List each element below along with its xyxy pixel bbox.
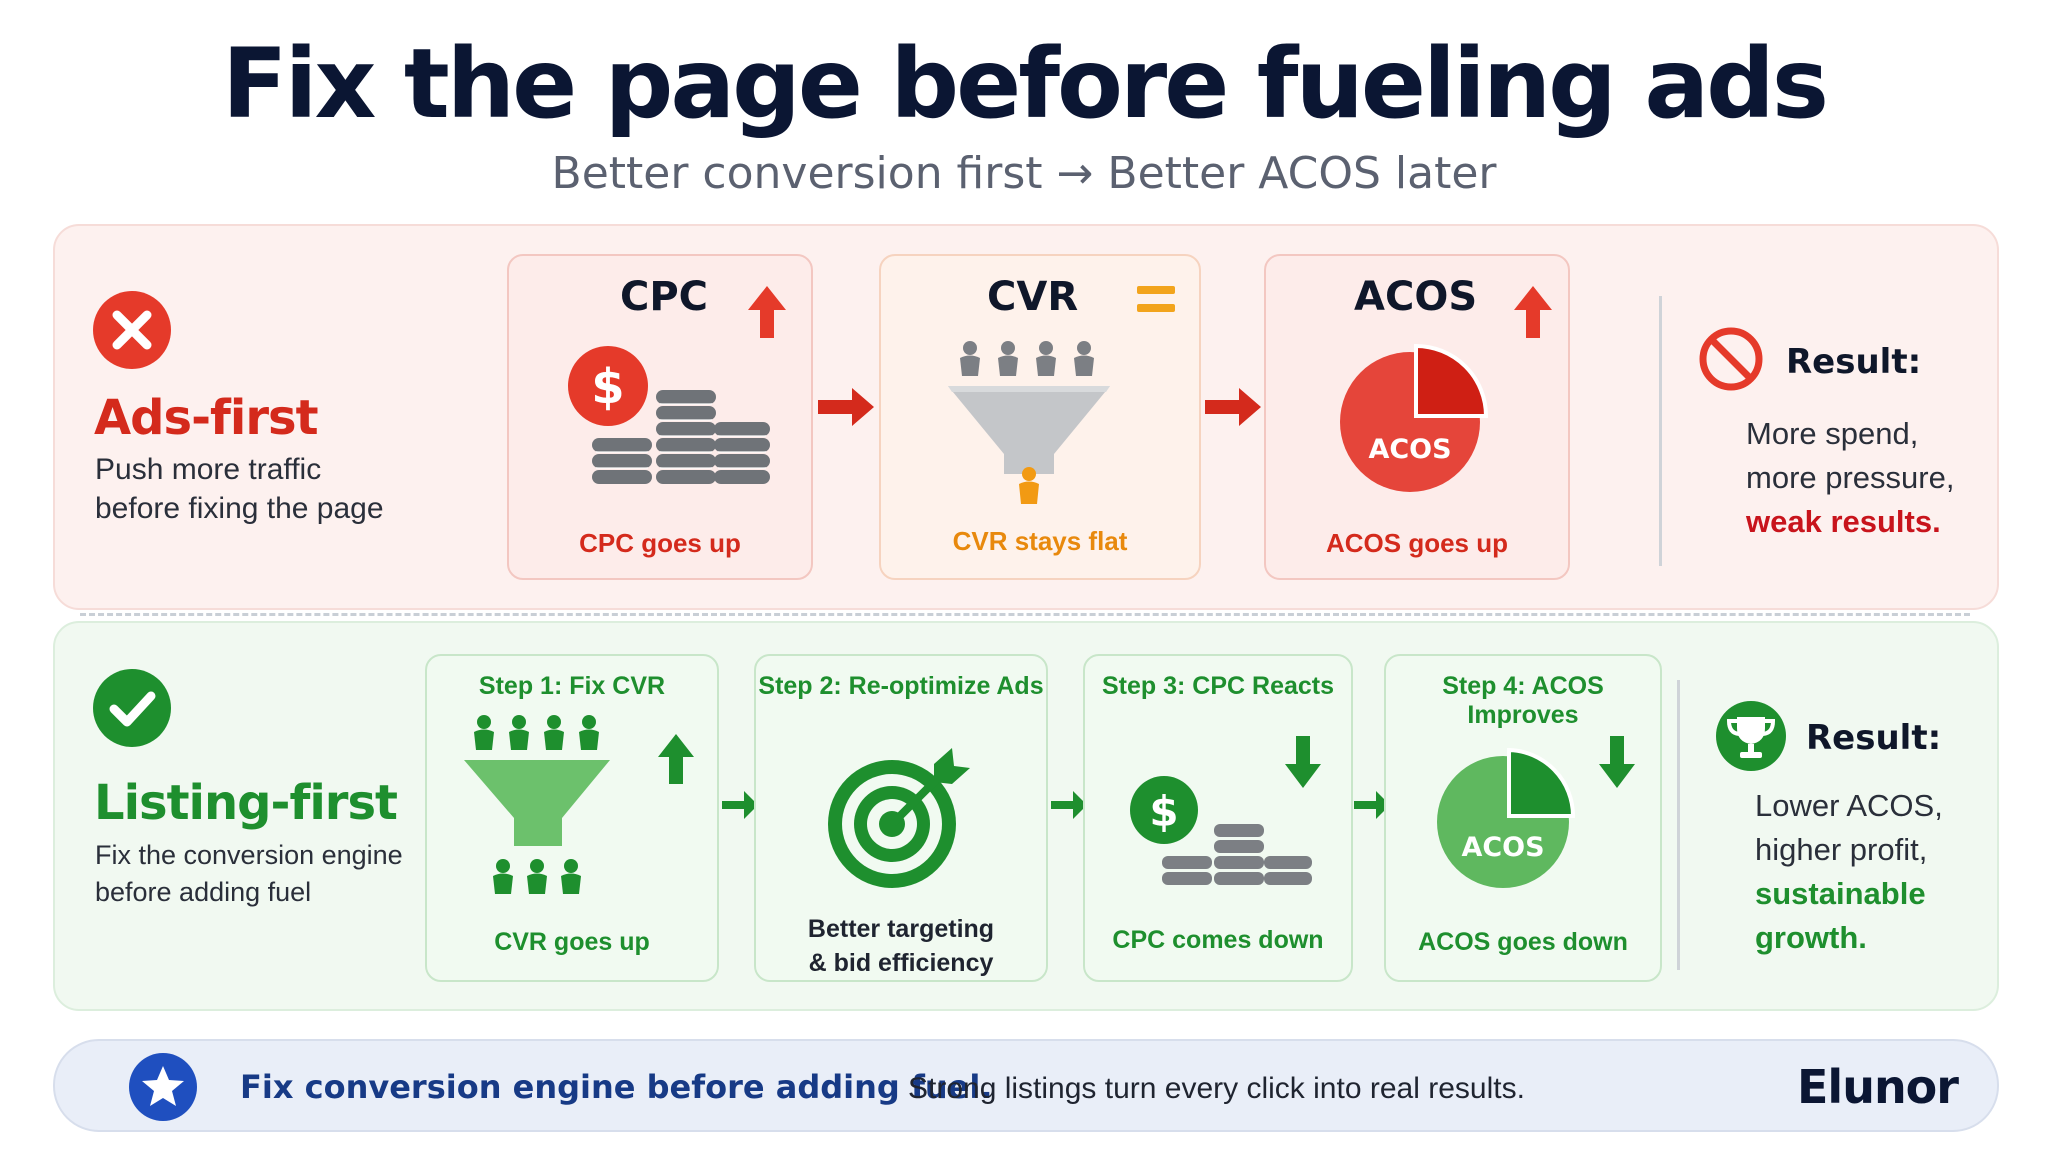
arrow-right-icon — [1205, 388, 1261, 426]
step-3-title: Step 3: CPC Reacts — [1101, 672, 1335, 700]
listing-result-line2: higher profit, — [1755, 832, 1928, 867]
step-2-caption-line1: Better targeting — [807, 915, 995, 943]
page-subtitle: Better conversion first → Better ACOS la… — [551, 148, 1497, 199]
funnel-icon — [464, 715, 610, 894]
footer-text: Strong listings turn every click into re… — [908, 1072, 1525, 1105]
funnel-icon — [948, 341, 1110, 504]
step-1-title: Step 1: Fix CVR — [478, 672, 666, 700]
listing-first-description-line1: Fix the conversion engine — [95, 840, 403, 870]
target-icon — [828, 748, 970, 888]
listing-result-text: Lower ACOS, higher profit, sustainable g… — [1755, 784, 1943, 960]
footer-banner — [53, 1039, 1999, 1132]
acos-card-title: ACOS — [1354, 274, 1478, 320]
x-circle-icon — [93, 291, 171, 369]
listing-first-description-line2: before adding fuel — [95, 877, 312, 907]
ads-first-description-line2: before fixing the page — [95, 492, 384, 525]
step-4-title: Step 4: ACOS Improves — [1442, 672, 1604, 729]
step-2-caption: Better targeting & bid efficiency — [756, 912, 1046, 980]
coins-icon: $ — [1130, 776, 1312, 885]
result-separator — [1677, 680, 1680, 970]
no-entry-icon — [1699, 327, 1763, 391]
listing-result-emphasis2: growth. — [1755, 920, 1867, 955]
ads-first-description-line1: Push more traffic — [95, 453, 322, 486]
listing-first-title: Listing-first — [94, 775, 398, 831]
cvr-card-title: CVR — [987, 274, 1079, 320]
footer-headline: Fix conversion engine before adding fuel… — [240, 1068, 993, 1106]
step-2-title: Step 2: Re-optimize Ads — [758, 672, 1044, 700]
arrow-up-icon — [658, 734, 694, 784]
acos-pie-label: ACOS — [1368, 434, 1451, 465]
arrow-right-icon — [1051, 791, 1087, 819]
result-separator — [1659, 296, 1662, 566]
arrow-up-icon — [748, 286, 786, 338]
check-circle-icon — [93, 669, 171, 747]
step-4-caption: ACOS goes down — [1418, 928, 1628, 956]
step-1-caption: CVR goes up — [494, 928, 650, 956]
arrow-right-icon — [1354, 791, 1390, 819]
acos-pie-label: ACOS — [1461, 832, 1544, 863]
step-1-card: Step 1: Fix CVR CVR goes up — [425, 654, 719, 982]
svg-text:$: $ — [1149, 787, 1178, 836]
cpc-card: CPC CPC goes up — [507, 254, 813, 580]
cpc-card-caption: CPC goes up — [579, 528, 741, 558]
arrow-down-icon — [1285, 736, 1321, 788]
brand-logo: Elunor — [1797, 1060, 1959, 1114]
ads-result-line1: More spend, — [1746, 416, 1919, 451]
pie-icon: ACOS — [1437, 747, 1576, 888]
listing-result-emphasis1: sustainable — [1755, 876, 1926, 911]
equal-icon — [1137, 286, 1175, 312]
section-divider — [80, 613, 1970, 616]
cvr-card-caption: CVR stays flat — [952, 526, 1128, 556]
ads-result-line2: more pressure, — [1746, 460, 1955, 495]
ads-first-description: Push more traffic before fixing the page — [95, 450, 384, 528]
arrow-right-icon — [722, 791, 758, 819]
ads-result-text: More spend, more pressure, weak results. — [1746, 412, 1954, 544]
svg-text:$: $ — [591, 359, 624, 415]
pie-icon: ACOS — [1340, 343, 1489, 492]
listing-result-title: Result: — [1806, 718, 1942, 758]
step-3-caption: CPC comes down — [1112, 926, 1324, 954]
ads-result-emphasis: weak results. — [1746, 504, 1941, 539]
star-icon — [129, 1053, 197, 1121]
step-3-card: Step 3: CPC Reacts CPC comes down — [1083, 654, 1353, 982]
page-title: Fix the page before fueling ads — [222, 28, 1829, 140]
ads-first-title: Ads-first — [94, 390, 319, 446]
ads-result-title: Result: — [1786, 342, 1922, 382]
arrow-up-icon — [1514, 286, 1552, 338]
arrow-right-icon — [818, 388, 874, 426]
listing-first-description: Fix the conversion engine before adding … — [95, 837, 403, 911]
listing-result-line1: Lower ACOS, — [1755, 788, 1943, 823]
step-2-caption-line2: & bid efficiency — [808, 949, 994, 977]
acos-card-caption: ACOS goes up — [1325, 528, 1508, 558]
arrow-down-icon — [1599, 736, 1635, 788]
trophy-icon — [1716, 701, 1786, 771]
cpc-card-title: CPC — [620, 274, 709, 320]
coins-icon: $ — [568, 346, 770, 484]
